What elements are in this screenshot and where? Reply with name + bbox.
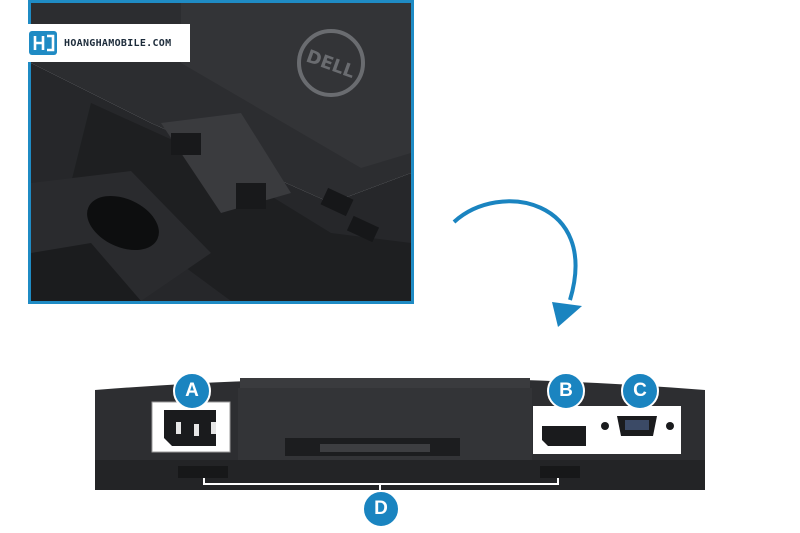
watermark-text: HOANGHAMOBILE.COM (64, 37, 172, 49)
callout-a: A (173, 372, 211, 410)
hoangha-logo-icon (29, 31, 57, 55)
power-socket-icon (151, 401, 231, 453)
callout-b: B (547, 372, 585, 410)
callout-c: C (621, 372, 659, 410)
watermark-logo: HOANGHAMOBILE.COM (22, 24, 190, 62)
displayport-icon (542, 426, 586, 446)
callout-d: D (362, 490, 400, 528)
rotate-arrow-icon (452, 199, 582, 327)
vga-port-icon (617, 416, 657, 436)
monitor-bottom-view (95, 378, 705, 492)
